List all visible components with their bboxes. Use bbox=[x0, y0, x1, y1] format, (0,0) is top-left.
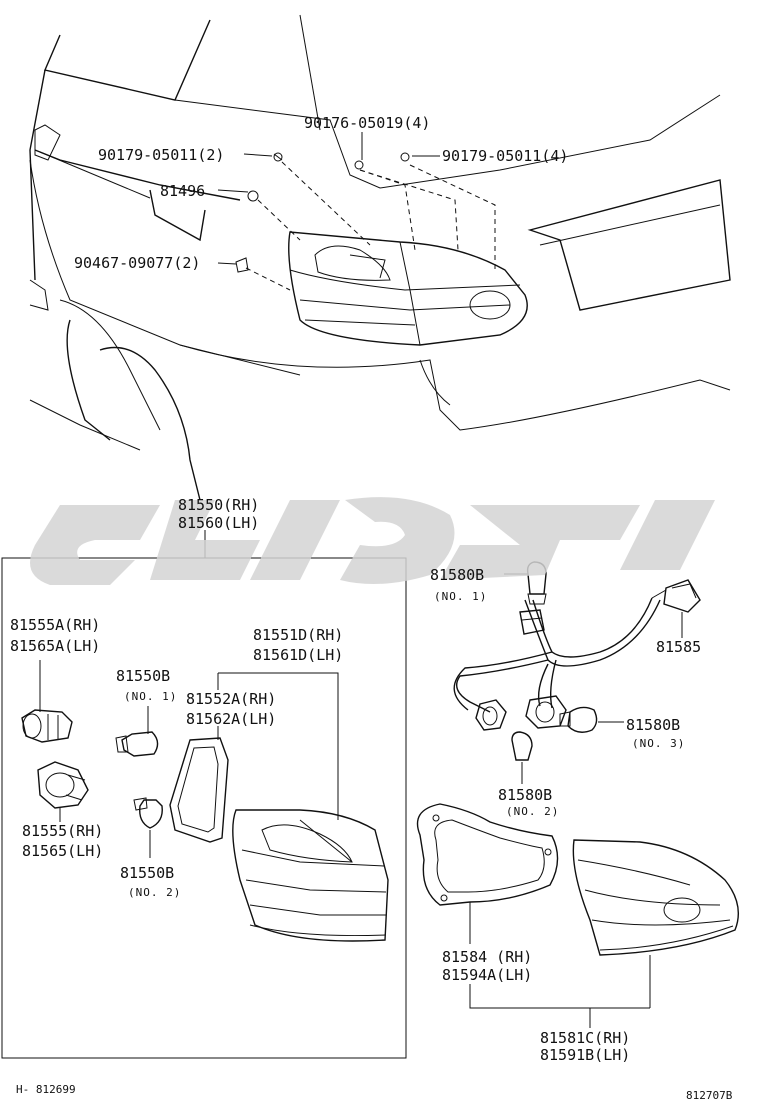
label-90176-05019: 90176-05019(4) bbox=[304, 114, 430, 132]
label-90179-05011-4: 90179-05011(4) bbox=[442, 147, 568, 165]
label-81496: 81496 bbox=[160, 182, 205, 200]
lens-81551d bbox=[232, 809, 389, 942]
gasket-81552a bbox=[169, 726, 229, 843]
label-81580b-no1-sub: (NO. 1) bbox=[434, 590, 487, 603]
lens-81581c bbox=[572, 839, 739, 1008]
label-81550-rh: 81550(RH) bbox=[178, 496, 259, 514]
part-labels: 90176-05019(4) 90179-05011(2) 90179-0501… bbox=[10, 114, 701, 1064]
label-81550b-no2-sub: (NO. 2) bbox=[128, 886, 181, 899]
label-90467-09077: 90467-09077(2) bbox=[74, 254, 200, 272]
footer-right-code: 812707B bbox=[686, 1089, 733, 1102]
label-81594a-lh: 81594A(LH) bbox=[442, 966, 532, 984]
label-81550b-no1: 81550B bbox=[116, 667, 170, 685]
bulb-81580b-no2 bbox=[511, 731, 533, 784]
label-81551d-rh: 81551D(RH) bbox=[253, 626, 343, 644]
label-81562a-lh: 81562A(LH) bbox=[186, 710, 276, 728]
label-90179-05011-2: 90179-05011(2) bbox=[98, 146, 224, 164]
watermark-logo bbox=[30, 497, 715, 585]
label-81552a-rh: 81552A(RH) bbox=[186, 690, 276, 708]
label-81580b-no2: 81580B bbox=[498, 786, 552, 804]
label-81580b-no3: 81580B bbox=[626, 716, 680, 734]
bulb-81550b-no1 bbox=[115, 706, 159, 757]
label-81550b-no1-sub: (NO. 1) bbox=[124, 690, 177, 703]
label-81565a-lh: 81565A(LH) bbox=[10, 637, 100, 655]
label-81581c-rh: 81581C(RH) bbox=[540, 1029, 630, 1047]
label-81591b-lh: 81591B(LH) bbox=[540, 1046, 630, 1064]
label-81560-lh: 81560(LH) bbox=[178, 514, 259, 532]
label-81561d-lh: 81561D(LH) bbox=[253, 646, 343, 664]
top-leader-lines bbox=[39, 132, 496, 291]
label-81585: 81585 bbox=[656, 638, 701, 656]
socket-81555 bbox=[37, 761, 89, 822]
bulb-81550b-no2 bbox=[133, 797, 163, 858]
label-81580b-no2-sub: (NO. 2) bbox=[506, 805, 559, 818]
top-fasteners bbox=[235, 152, 410, 273]
bracket-81581c bbox=[469, 984, 650, 1028]
bulb-81580b-no3 bbox=[559, 706, 624, 733]
label-81580b-no1: 81580B bbox=[430, 566, 484, 584]
label-81580b-no3-sub: (NO. 3) bbox=[632, 737, 685, 750]
left-exploded-box bbox=[1, 530, 407, 1059]
label-81584-rh: 81584 (RH) bbox=[442, 948, 532, 966]
label-81555a-rh: 81555A(RH) bbox=[10, 616, 100, 634]
label-81565-lh: 81565(LH) bbox=[22, 842, 103, 860]
footer-left-code: H- 812699 bbox=[16, 1083, 76, 1096]
label-81555-rh: 81555(RH) bbox=[22, 822, 103, 840]
socket-81555a bbox=[21, 660, 73, 743]
gasket-81584 bbox=[416, 803, 559, 944]
label-81550b-no2: 81550B bbox=[120, 864, 174, 882]
tail-lamp-on-vehicle bbox=[288, 231, 528, 346]
harness-81585 bbox=[453, 579, 701, 713]
